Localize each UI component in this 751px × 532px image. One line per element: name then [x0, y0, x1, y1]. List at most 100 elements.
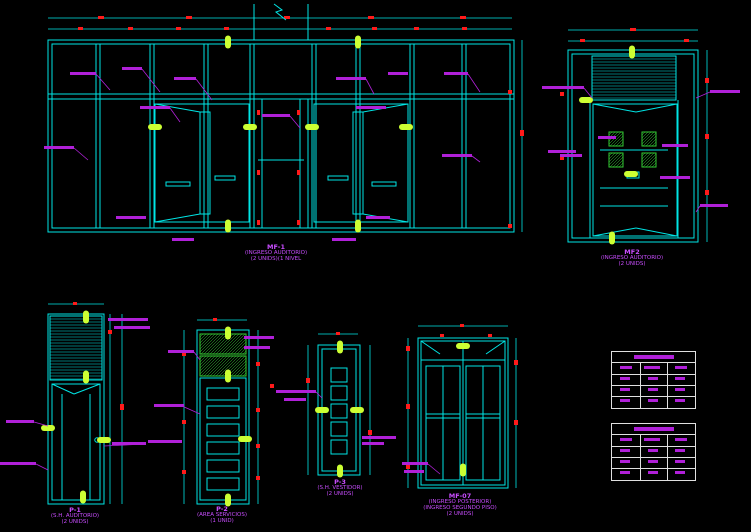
door-swing [154, 213, 201, 223]
dimension-marker [462, 27, 467, 30]
elevation-mf1 [44, 3, 524, 241]
annotation-bar [402, 462, 428, 465]
door-swing [635, 103, 678, 113]
schedule-table-1-header [612, 352, 695, 363]
dimension-marker [460, 324, 464, 327]
hatched-panel [199, 355, 247, 377]
hatch-line [215, 355, 237, 377]
elevation-mf07 [402, 324, 518, 489]
hatch-line [641, 152, 655, 166]
hardware-marker [225, 326, 231, 340]
dimension-marker [256, 408, 260, 412]
hatch-line [641, 131, 649, 139]
hatch-line [641, 152, 649, 160]
elevation-p1 [0, 302, 180, 505]
annotation-bar [172, 238, 194, 241]
annotation-bar [174, 77, 196, 80]
hatch-line [215, 333, 237, 355]
caption-mf07-line2: (INGRESO SEGUNDO PISO) [423, 505, 497, 511]
caption-mf1-line1: (INGRESO AUDITORIO) [244, 250, 308, 256]
hardware-marker [243, 124, 257, 130]
dimension-marker [336, 332, 340, 335]
schedule-table-1-cell-mark [648, 377, 658, 380]
dimension-marker [297, 170, 300, 175]
caption-mf07: MF-07 (INGRESO POSTERIOR) (INGRESO SEGUN… [415, 493, 505, 517]
annotation-bar [284, 398, 306, 401]
hatch-line [608, 152, 619, 163]
hardware-marker [225, 369, 231, 383]
caption-mf2-line1: (INGRESO AUDITORIO) [600, 255, 664, 261]
door-swing [154, 103, 201, 113]
hatch-line [230, 338, 247, 355]
annotation-bar [366, 216, 390, 219]
hatch-line [221, 333, 243, 355]
hatch-line [199, 333, 204, 338]
hardware-marker [80, 490, 86, 504]
break-symbol [273, 3, 287, 21]
dimension-marker [460, 16, 466, 19]
annotation-bar [442, 154, 472, 157]
schedule-table-1-row-line [612, 374, 695, 375]
hardware-marker [148, 124, 162, 130]
dimension-marker [368, 430, 372, 435]
hatch-line [212, 355, 234, 377]
hardware-marker [579, 97, 593, 103]
hatch-line [654, 165, 657, 168]
hatch-line [651, 162, 657, 168]
schedule-table-2-cell-mark [648, 471, 658, 474]
schedule-table-2-cell-mark [675, 471, 685, 474]
dimension-marker [406, 346, 410, 351]
dimension-marker [108, 330, 112, 334]
caption-p2-line1: (AREA SERVICIOS) [196, 512, 247, 518]
elevation-mf2 [542, 28, 740, 245]
dimension-marker [257, 170, 260, 175]
schedule-table-2-cell-mark [620, 460, 630, 463]
dimension-marker [256, 476, 260, 480]
caption-mf1-title: MF-1 [267, 243, 285, 251]
leader-line [95, 73, 111, 91]
hardware-marker [337, 464, 343, 478]
door-panel [330, 385, 348, 401]
hatch-line [203, 355, 225, 377]
caption-p1-line1: (S.H. AUDITORIO) [50, 513, 100, 519]
leader-line [471, 155, 481, 163]
annotation-bar [362, 442, 384, 445]
transom-diag [485, 340, 506, 355]
annotation-bar [114, 326, 150, 329]
annotation-bar [148, 440, 182, 443]
schedule-table-2-cell-mark [675, 438, 687, 441]
caption-mf1: MF-1 (INGRESO AUDITORIO) (2 UNIDS)(1 NIV… [236, 244, 316, 262]
caption-p2-title: P-2 [216, 505, 228, 513]
dimension-marker [406, 404, 410, 409]
hatch-line [615, 159, 624, 168]
elevation-p3 [276, 332, 396, 478]
annotation-bar [332, 238, 356, 241]
dimension-marker [406, 464, 410, 469]
annotation-bar [168, 350, 194, 353]
dimension-marker [705, 78, 709, 83]
door-swing [73, 383, 101, 395]
louver-panel [591, 55, 677, 101]
annotation-bar [362, 436, 396, 439]
schedule-table-2-cell-mark [648, 449, 658, 452]
leader-line [141, 68, 161, 93]
hatch-line [242, 372, 247, 377]
schedule-table-2-cell-mark [644, 438, 660, 441]
dimension-marker [98, 16, 104, 19]
leader-line [181, 405, 201, 415]
caption-mf1-line2: (2 UNIDS)(1 NIVEL [250, 256, 302, 262]
dimension-marker [580, 39, 585, 42]
hatch-line [230, 360, 247, 377]
door-panel [330, 403, 348, 419]
handle-bar [165, 181, 191, 187]
caption-mf07-line3: (2 UNIDS) [446, 511, 474, 517]
caption-mf2: MF2 (INGRESO AUDITORIO) (2 UNIDS) [592, 249, 672, 267]
door-panel [206, 387, 240, 401]
dimension-marker [326, 27, 331, 30]
schedule-table-1-cell-mark [620, 388, 630, 391]
dimension-marker [257, 110, 260, 115]
dimension-marker [684, 39, 689, 42]
door-panel [206, 477, 240, 491]
door-panel [206, 441, 240, 455]
hatch-line [641, 152, 652, 163]
